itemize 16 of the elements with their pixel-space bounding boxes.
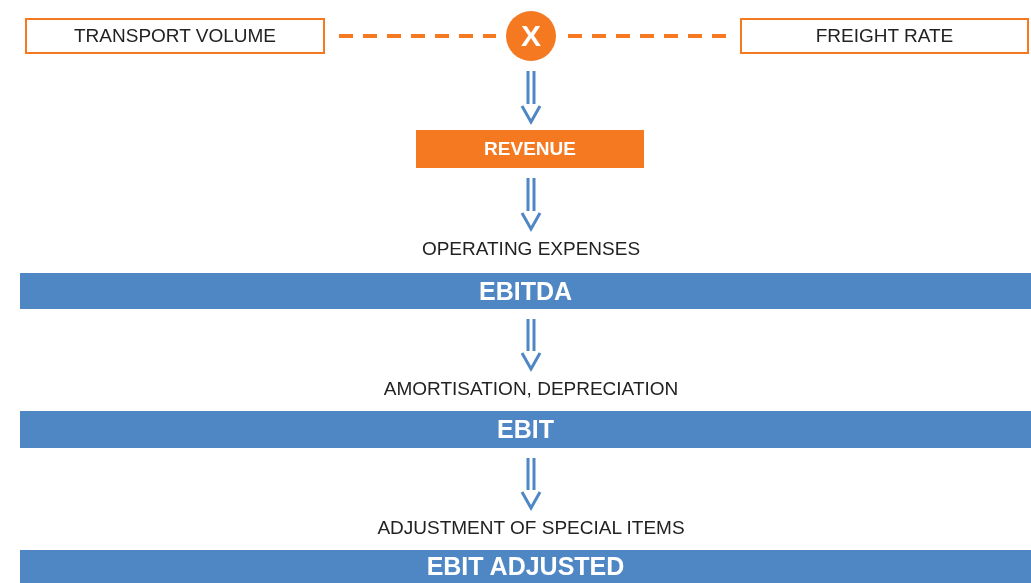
result-band: EBITDA [20, 273, 1031, 309]
result-band: EBIT [20, 411, 1031, 448]
dashed-line [339, 34, 496, 38]
dashed-line [566, 34, 726, 38]
double-arrow [520, 69, 542, 126]
double-arrow [520, 456, 542, 512]
step-label: ADJUSTMENT OF SPECIAL ITEMS [331, 516, 731, 540]
input-box: FREIGHT RATE [740, 18, 1029, 54]
double-arrow [520, 176, 542, 233]
step-label: AMORTISATION, DEPRECIATION [331, 377, 731, 401]
revenue-box: REVENUE [416, 130, 644, 168]
double-arrow [520, 317, 542, 373]
input-box: TRANSPORT VOLUME [25, 18, 325, 54]
step-label: OPERATING EXPENSES [381, 237, 681, 261]
result-band: EBIT ADJUSTED [20, 550, 1031, 583]
multiply-circle: X [506, 11, 556, 61]
